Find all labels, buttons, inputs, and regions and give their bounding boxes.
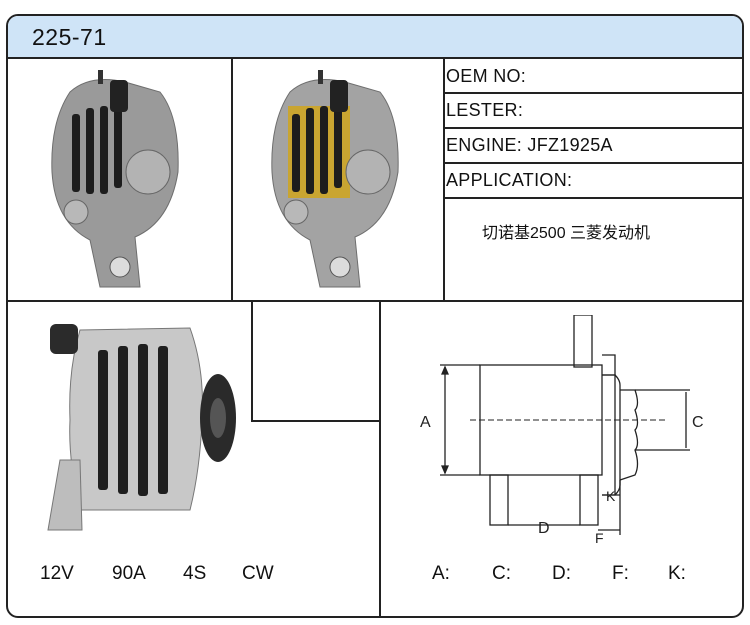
oem-no-label: OEM NO: bbox=[446, 66, 527, 86]
application-label: APPLICATION: bbox=[446, 170, 573, 190]
spec-voltage: 12V bbox=[40, 563, 74, 584]
dim-label-a: A bbox=[420, 414, 431, 431]
header-bar: 225-71 bbox=[8, 16, 742, 59]
dimension-drawing: A C D F K bbox=[420, 315, 704, 545]
spec-amperage: 90A bbox=[112, 563, 146, 584]
dim-a-label: A: bbox=[432, 563, 450, 584]
dim-k-label: K: bbox=[668, 563, 686, 584]
info-row-3 bbox=[443, 162, 742, 164]
dim-label-d: D bbox=[538, 520, 550, 537]
info-row-4 bbox=[443, 197, 742, 199]
lester-label: LESTER: bbox=[446, 100, 524, 120]
divider-v1 bbox=[231, 59, 233, 302]
dim-f-label: F: bbox=[612, 563, 629, 584]
divider-v2 bbox=[443, 59, 445, 302]
info-row-1 bbox=[443, 92, 742, 94]
info-row-2 bbox=[443, 127, 742, 129]
divider-h-mid bbox=[8, 300, 742, 302]
alternator-rear-photo-2 bbox=[271, 70, 399, 288]
alternator-rear-photo bbox=[51, 70, 179, 288]
dim-c-label: C: bbox=[492, 563, 511, 584]
spec-groove: 4S bbox=[183, 563, 207, 584]
alternator-side-photo bbox=[47, 324, 236, 531]
dim-label-f: F bbox=[595, 530, 604, 545]
divider-v3 bbox=[251, 302, 253, 422]
spec-rotation: CW bbox=[242, 563, 274, 584]
dim-label-k: K bbox=[606, 488, 616, 504]
dim-d-label: D: bbox=[552, 563, 571, 584]
dim-label-c: C bbox=[692, 414, 704, 431]
application-value: 切诺基2500 三菱发动机 bbox=[482, 225, 651, 242]
divider-h-small bbox=[251, 420, 381, 422]
part-number: 225-71 bbox=[32, 24, 107, 50]
divider-v4 bbox=[379, 302, 381, 616]
engine-label: ENGINE: JFZ1925A bbox=[446, 135, 613, 155]
